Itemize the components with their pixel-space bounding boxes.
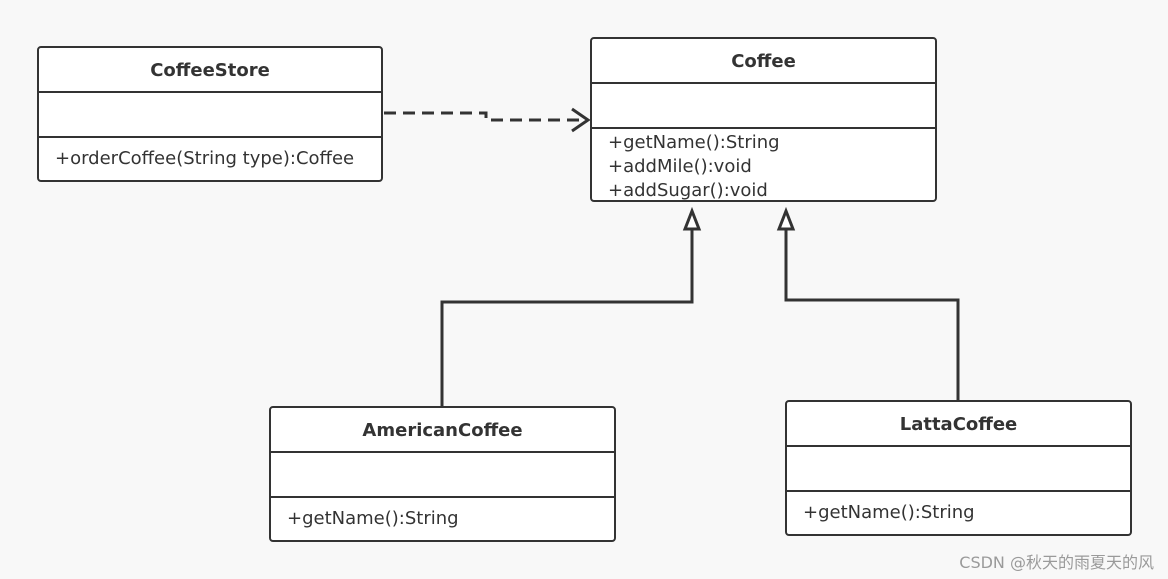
class-operations: +orderCoffee(String type):Coffee xyxy=(39,138,381,171)
class-operations: +getName():String xyxy=(271,498,614,531)
class-operations: +getName():String +addMile():void +addSu… xyxy=(592,129,935,201)
class-americancoffee[interactable]: AmericanCoffee +getName():String xyxy=(269,406,616,542)
class-name: CoffeeStore xyxy=(39,48,381,93)
class-lattacoffee[interactable]: LattaCoffee +getName():String xyxy=(785,400,1132,536)
class-coffee[interactable]: Coffee +getName():String +addMile():void… xyxy=(590,37,937,202)
operation: +addSugar():void xyxy=(608,180,768,201)
class-attributes xyxy=(39,93,381,138)
watermark: CSDN @秋天的雨夏天的风 xyxy=(959,553,1154,572)
operation: +getName():String xyxy=(608,132,780,153)
generalization-lattacoffee-coffee xyxy=(776,206,960,400)
class-name: AmericanCoffee xyxy=(271,408,614,453)
class-name: Coffee xyxy=(592,39,935,84)
generalization-americancoffee-coffee xyxy=(440,206,702,406)
operation: +addMile():void xyxy=(608,156,752,177)
class-attributes xyxy=(592,84,935,129)
class-attributes xyxy=(271,453,614,498)
class-coffeestore[interactable]: CoffeeStore +orderCoffee(String type):Co… xyxy=(37,46,383,182)
dependency-coffeestore-coffee xyxy=(384,107,591,133)
operation: +getName():String xyxy=(287,508,459,529)
class-attributes xyxy=(787,447,1130,492)
operation: +orderCoffee(String type):Coffee xyxy=(55,148,355,169)
class-operations: +getName():String xyxy=(787,492,1130,525)
class-name: LattaCoffee xyxy=(787,402,1130,447)
operation: +getName():String xyxy=(803,502,975,523)
